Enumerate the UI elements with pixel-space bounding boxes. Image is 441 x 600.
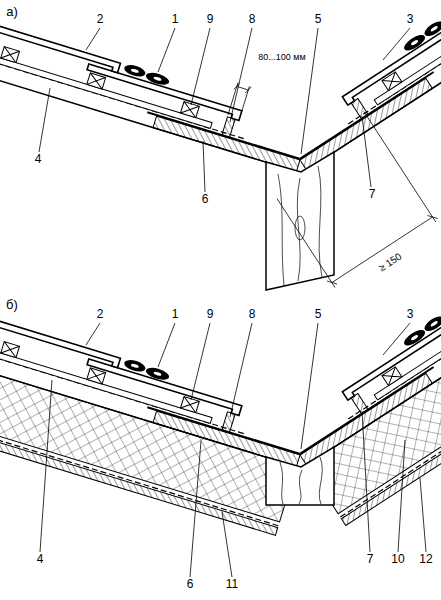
drawing-stroke <box>86 28 100 50</box>
callout-number: 4 <box>34 153 43 166</box>
leader-lines <box>40 323 426 577</box>
valley-rafter <box>266 447 334 505</box>
callout-number: 6 <box>186 578 195 591</box>
callout-number: 9 <box>206 308 215 321</box>
drawing-stroke <box>301 28 318 154</box>
drawing-stroke <box>158 28 175 72</box>
drawing-stroke <box>420 478 426 552</box>
drawing-stroke <box>190 441 201 577</box>
drawing-stroke <box>203 141 205 192</box>
drawing-stroke <box>222 512 232 577</box>
drawing-stroke <box>278 174 284 286</box>
callout-number: 5 <box>314 308 323 321</box>
drawing-stroke <box>0 315 312 466</box>
dimension-label: ≥ 150 <box>376 250 405 274</box>
drawing-stroke <box>277 235 441 465</box>
drawing-stroke <box>158 323 175 367</box>
callout-number: 7 <box>366 553 375 566</box>
callout-number: 4 <box>36 553 45 566</box>
drawing-stroke <box>191 323 210 400</box>
drawing-stroke <box>230 28 252 122</box>
dimension-lines <box>228 83 438 288</box>
drawing-stroke <box>0 20 312 171</box>
panel-label: а) <box>5 5 19 19</box>
drawing-stroke <box>383 28 410 60</box>
drawing-stroke <box>277 199 335 288</box>
callout-number: 10 <box>390 553 405 566</box>
drawing-stroke <box>40 380 52 552</box>
callout-number: 1 <box>171 308 180 321</box>
drawing-stroke <box>297 178 300 281</box>
callout-number: 12 <box>418 553 433 566</box>
callout-number: 8 <box>248 308 257 321</box>
left-slope <box>0 20 312 171</box>
drawing-stroke <box>230 323 252 417</box>
drawing-stroke <box>0 20 312 171</box>
drawing-stroke <box>266 447 334 505</box>
panel-label: б) <box>5 298 19 312</box>
drawing-stroke <box>86 323 100 345</box>
drawing-stroke <box>398 440 405 552</box>
drawing-stroke <box>362 116 371 187</box>
right-slope <box>277 0 441 170</box>
drawing-stroke <box>266 152 334 290</box>
drawing-stroke <box>277 0 441 170</box>
drawing-stroke <box>332 217 433 283</box>
callout-number: 3 <box>406 13 415 26</box>
drawing-stroke <box>277 0 441 170</box>
drawing-stroke <box>191 28 210 105</box>
drawing-stroke <box>299 470 302 504</box>
drawing-stroke <box>280 462 283 504</box>
drawing-stroke <box>301 323 318 449</box>
drawing-stroke <box>327 281 337 284</box>
drawing-stroke <box>428 216 438 219</box>
drawing-stroke <box>318 166 322 277</box>
drawing-stroke <box>319 457 322 504</box>
leader-lines <box>39 28 410 192</box>
drawing-stroke <box>383 323 410 355</box>
callout-number: 9 <box>206 13 215 26</box>
callout-number: 5 <box>314 13 323 26</box>
callout-number: 8 <box>248 13 257 26</box>
drawing-stroke <box>39 88 50 152</box>
drawing-stroke <box>362 411 370 552</box>
callout-number: 11 <box>225 578 239 591</box>
drawing-stroke <box>245 87 251 93</box>
callout-number: 2 <box>96 308 105 321</box>
drawing-stroke <box>364 111 436 222</box>
dimension-label: 80...100 мм <box>257 53 306 63</box>
valley-rafter <box>266 152 334 290</box>
callout-number: 1 <box>171 13 180 26</box>
callout-number: 6 <box>201 193 210 206</box>
callout-number: 3 <box>406 308 415 321</box>
callout-number: 2 <box>96 13 105 26</box>
callout-number: 7 <box>368 188 377 201</box>
